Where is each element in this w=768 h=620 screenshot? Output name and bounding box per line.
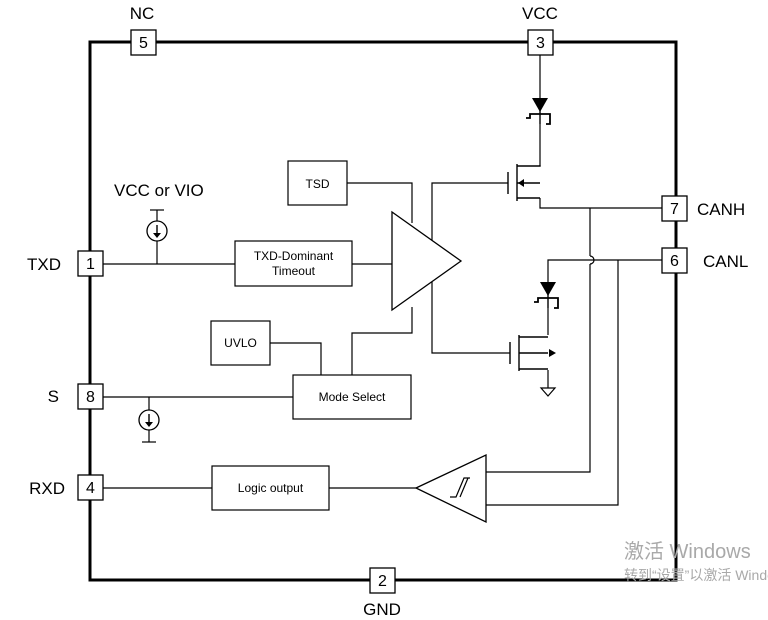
pin-gnd-box [369, 567, 396, 594]
pin-canh-box [661, 195, 688, 222]
receiver-comparator-icon [414, 453, 487, 524]
pin-txd-number: 1 [86, 256, 95, 273]
low-side-diode-icon [534, 282, 559, 309]
low-side-mosfet-icon [509, 335, 556, 371]
windows-activation-watermark-title: 激活 Windows [624, 540, 751, 563]
pin-gnd-label: GND [363, 600, 401, 619]
pin-rxd-number: 4 [86, 480, 95, 497]
chip-outline [88, 40, 678, 582]
pin-canl-label: CANL [703, 252, 748, 271]
pin-nc-box [130, 29, 157, 56]
txd-timeout-label-line2: Timeout [272, 264, 316, 278]
high-side-diode-icon [526, 98, 551, 125]
windows-activation-watermark-subtitle: 转到“设置”以激活 Windows。 [624, 567, 768, 583]
pin-s-number: 8 [86, 389, 95, 406]
txd-pullup-current-source-icon [146, 220, 168, 242]
high-side-mosfet-icon [507, 164, 541, 201]
pin-txd-box [77, 250, 104, 277]
mode-select-label: Mode Select [319, 390, 386, 404]
txd-timeout-block [234, 240, 353, 287]
ground-icon [539, 385, 557, 397]
driver-amplifier-icon [391, 210, 463, 312]
mode-select-block [292, 374, 412, 420]
pin-vcc-label: VCC [522, 4, 558, 23]
tsd-label: TSD [306, 177, 330, 191]
pin-nc-number: 5 [139, 35, 148, 52]
tsd-block [287, 160, 348, 206]
logic-output-block [211, 465, 330, 511]
txd-timeout-label-line1: TXD-Dominant [254, 249, 334, 263]
pin-vcc-number: 3 [536, 35, 545, 52]
uvlo-label: UVLO [224, 336, 257, 350]
pin-txd-label: TXD [27, 255, 61, 274]
pin-s-label: S [48, 387, 59, 406]
logic-output-label: Logic output [238, 481, 304, 495]
pin-canh-label: CANH [697, 200, 745, 219]
wiring [103, 55, 662, 506]
supply-label: VCC or VIO [114, 181, 204, 200]
pin-canh-number: 7 [670, 201, 679, 218]
pin-rxd-box [77, 474, 104, 501]
pin-gnd-number: 2 [378, 573, 387, 590]
pin-canl-box [661, 247, 688, 274]
s-pulldown-current-source-icon [138, 409, 160, 431]
pin-canl-number: 6 [670, 253, 679, 270]
pin-nc-label: NC [130, 4, 155, 23]
pin-rxd-label: RXD [29, 479, 65, 498]
